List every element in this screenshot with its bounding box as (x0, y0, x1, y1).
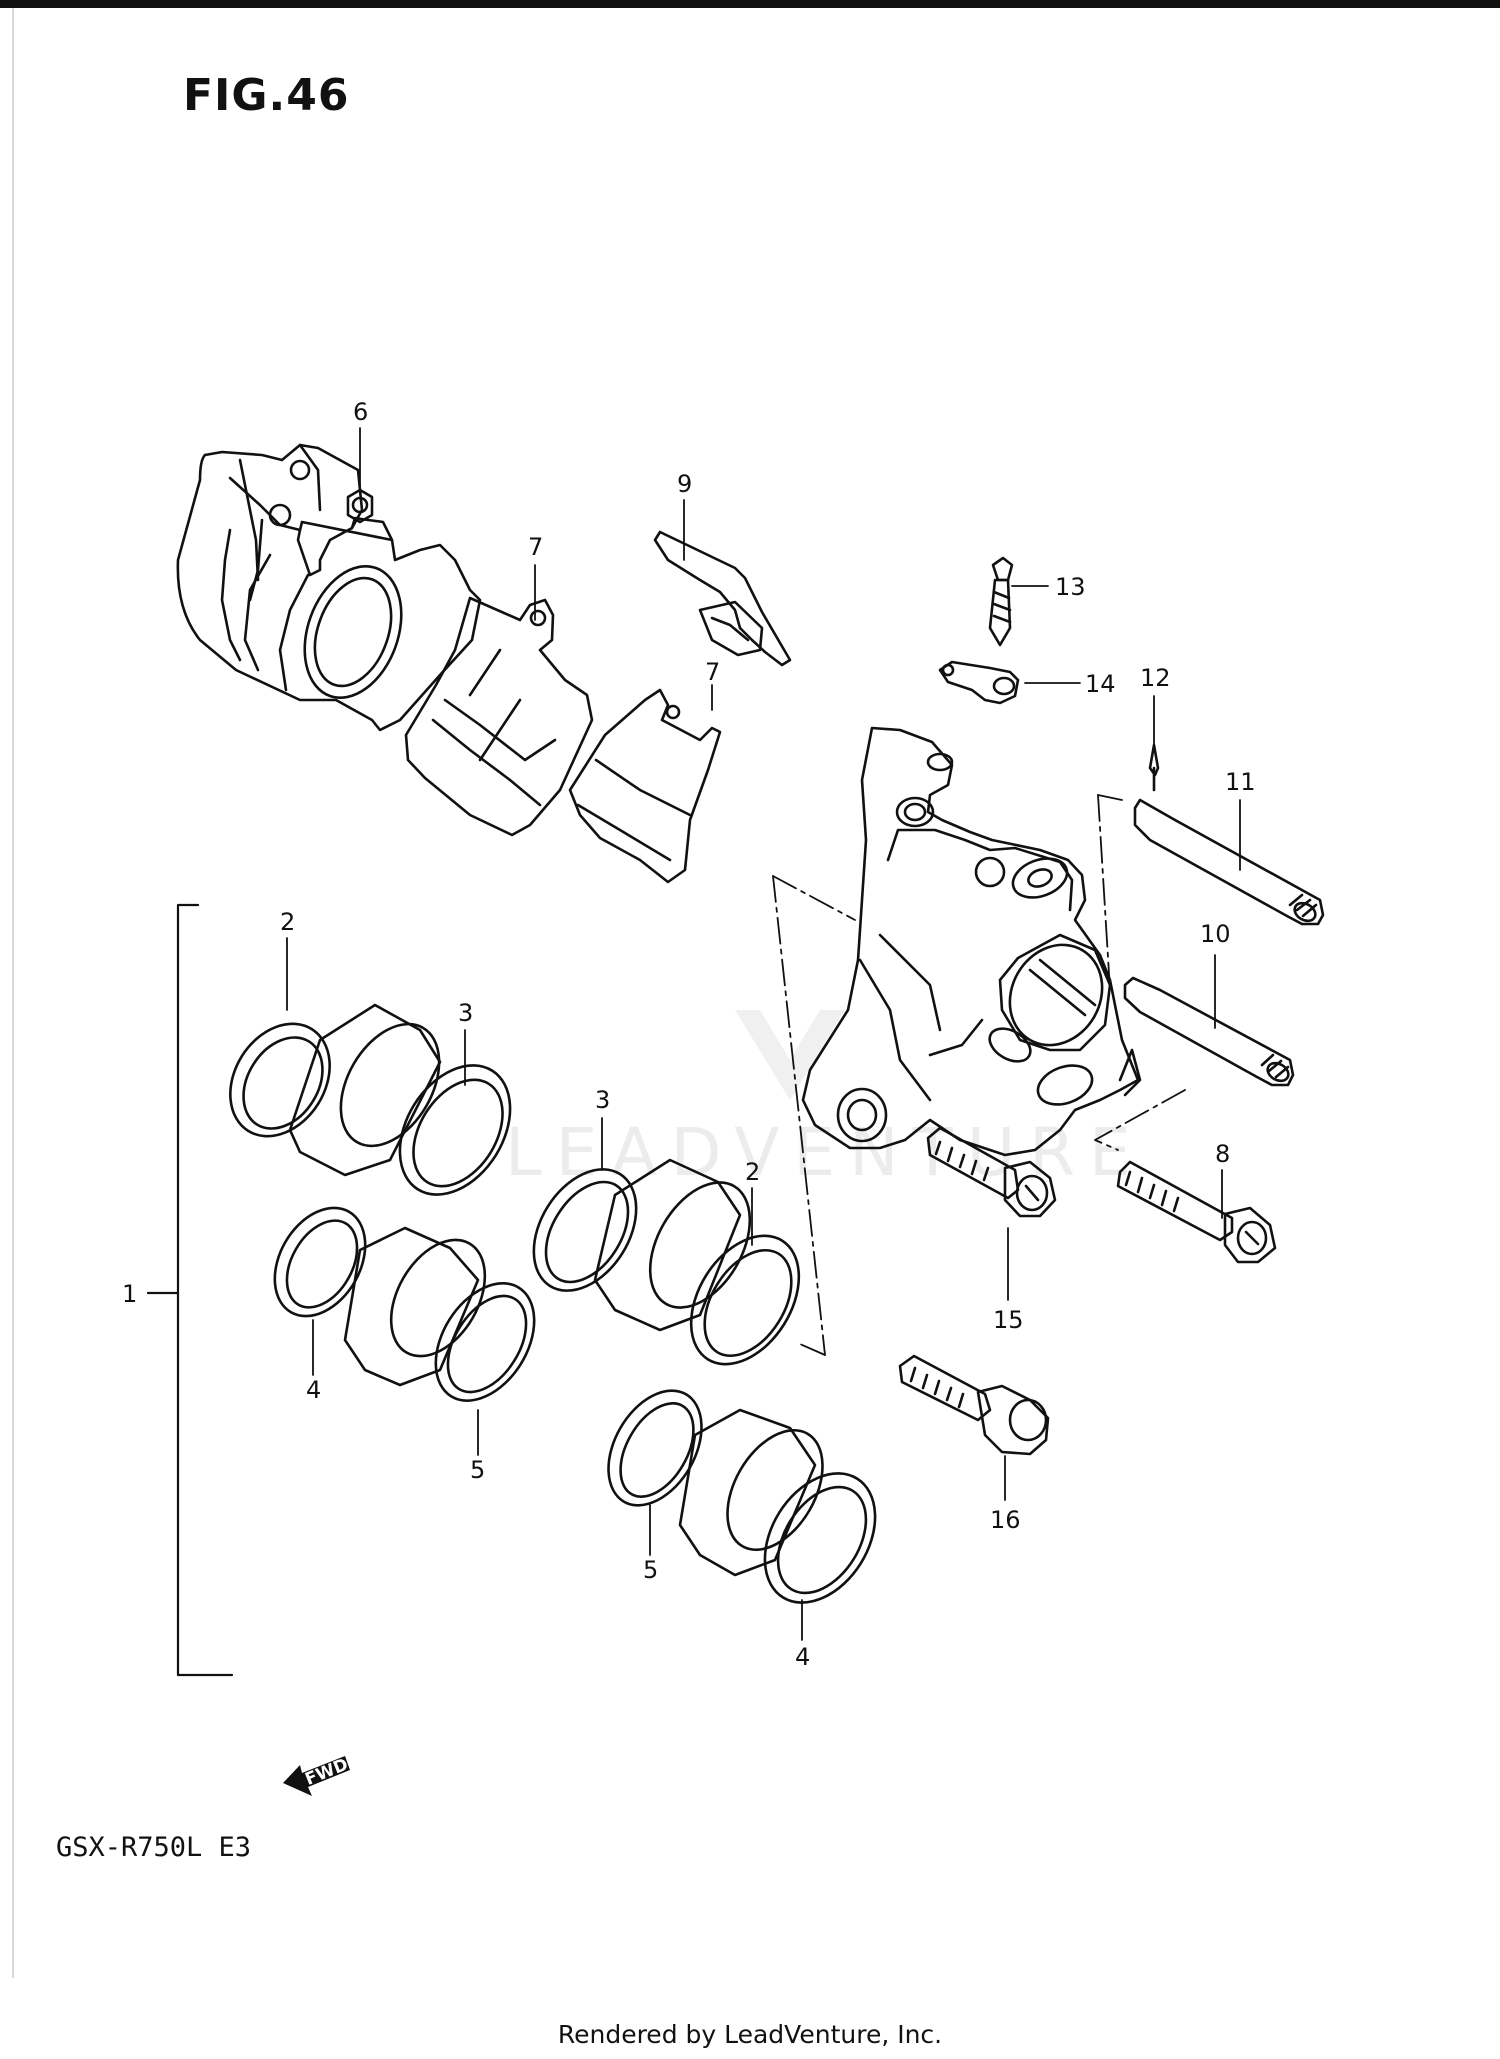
callout-5-bottom: 5 (643, 1556, 658, 1584)
callout-13: 13 (1055, 573, 1086, 601)
callout-2-center: 2 (745, 1158, 760, 1186)
piston-bottom (678, 1408, 824, 1577)
callout-3-left: 3 (458, 999, 473, 1027)
caliper-half-outer (176, 443, 482, 732)
pad-lower (568, 688, 722, 884)
bleeder-valve (988, 556, 1014, 647)
caliper-half-inner (801, 726, 1142, 1157)
leader-lines (286, 427, 1241, 1641)
piston-lower-left (343, 1226, 487, 1387)
seal-center-3 (532, 1168, 638, 1292)
seal-upper-left-2 (229, 1022, 331, 1138)
top-border (0, 0, 1500, 8)
fwd-arrow-icon: FWD (283, 1755, 351, 1796)
seal-bottom-5 (607, 1389, 703, 1507)
pad-spring (653, 530, 792, 667)
alignment-lines (772, 794, 1186, 1356)
callout-4-left: 4 (306, 1376, 321, 1404)
scan-edge-line (12, 8, 14, 1978)
callout-15: 15 (993, 1306, 1024, 1334)
callout-8: 8 (1215, 1140, 1230, 1168)
callout-4-bottom: 4 (795, 1643, 810, 1671)
bolt-16 (898, 1354, 1050, 1456)
callout-12: 12 (1140, 664, 1171, 692)
figure-title: FIG.46 (183, 70, 350, 121)
seal-lower-left-4 (273, 1206, 367, 1318)
cotter-pin (1148, 743, 1160, 792)
bleeder-cap (938, 660, 1020, 705)
pad-pin-long (1133, 798, 1325, 926)
bolt-15 (926, 1126, 1057, 1218)
callout-5-left: 5 (470, 1456, 485, 1484)
watermark-text: LEADVENTURE (505, 1114, 1145, 1191)
callout-3-center: 3 (595, 1086, 610, 1114)
model-code: GSX-R750L E3 (56, 1832, 252, 1863)
callout-9: 9 (677, 470, 692, 498)
callout-2-left: 2 (280, 908, 295, 936)
seal-lower-left-5 (434, 1282, 536, 1402)
seal-bottom-4 (763, 1472, 877, 1604)
callout-16: 16 (990, 1506, 1021, 1534)
fwd-label: FWD (302, 1755, 351, 1790)
callout-11: 11 (1225, 768, 1256, 796)
callout-14: 14 (1085, 670, 1116, 698)
bleeder-nut (346, 488, 374, 524)
bolt-8 (1116, 1160, 1277, 1264)
piston-upper-left (288, 1003, 442, 1177)
callout-7-upper: 7 (528, 533, 543, 561)
seal-upper-left-3 (398, 1064, 512, 1196)
piston-center (593, 1158, 752, 1332)
footer-credit: Rendered by LeadVenture, Inc. (557, 2020, 943, 2049)
pad-pin-short (1123, 976, 1295, 1087)
callout-10: 10 (1200, 920, 1231, 948)
callout-numbers: 1 2 2 3 3 4 4 5 5 6 7 7 8 9 10 11 12 13 … (122, 398, 1256, 1671)
pad-upper (404, 596, 594, 837)
callout-1: 1 (122, 1280, 137, 1308)
callout-7-lower: 7 (705, 658, 720, 686)
callout-6: 6 (353, 398, 368, 426)
seal-center-2 (689, 1234, 801, 1366)
assembly-bracket-1 (146, 903, 234, 1677)
